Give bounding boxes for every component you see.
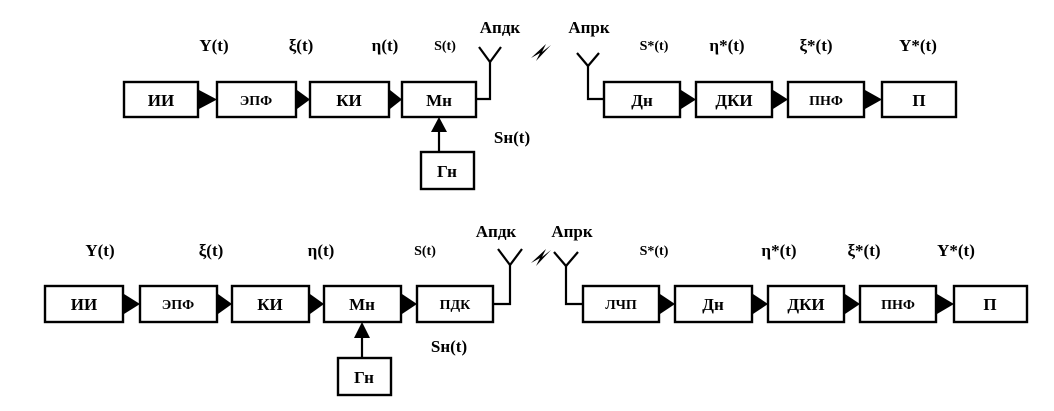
bottom-block-source-decoder-label: ПНФ: [881, 298, 915, 313]
top-block-source-coder: [215, 80, 298, 119]
bottom-arrow-4: [402, 294, 417, 314]
bottom-block-rx-path-label: ЛЧП: [605, 298, 637, 313]
bottom-arrow-1: [124, 294, 140, 314]
top-arrow-2: [297, 90, 310, 109]
top-signal-sn: Sн(t): [494, 128, 530, 147]
bottom-signal-s-star: S*(t): [640, 244, 669, 259]
top-arrow-4: [681, 90, 696, 109]
bottom-signal-xi-star: ξ*(t): [847, 241, 880, 260]
top-radio-link-icon: [531, 44, 551, 61]
bottom-arrow-6: [753, 294, 768, 314]
top-arrow-5: [773, 90, 788, 109]
top-signal-y-star: Y*(t): [899, 36, 937, 55]
bottom-tx-antenna: [497, 248, 523, 267]
bottom-carrier-arrow: [354, 322, 370, 338]
bottom-arrow-5: [660, 294, 675, 314]
bottom-signal-sn: Sн(t): [431, 337, 467, 356]
top-rx-antenna: [576, 52, 600, 68]
top-block-modulator-label: Мн: [426, 91, 452, 110]
bottom-radio-link-icon: [531, 249, 551, 266]
bottom-block-modulator-label: Мн: [349, 295, 375, 314]
bottom-arrow-2: [218, 294, 232, 314]
bottom-block-carrier-gen: [336, 356, 393, 397]
top-arrow-3: [390, 90, 402, 109]
bottom-antenna-rx-label: Апрк: [551, 222, 593, 241]
bottom-signal-xi: ξ(t): [199, 241, 224, 260]
bottom-signal-y: Y(t): [85, 241, 114, 260]
top-block-source: [122, 80, 200, 119]
top-tx-antenna: [478, 46, 502, 64]
top-block-demodulator-label: Дн: [631, 91, 653, 110]
bottom-block-source-coder-label: ЭПФ: [162, 298, 194, 313]
top-signal-s: S(t): [434, 39, 456, 54]
bottom-rx-feed: [564, 266, 583, 306]
bottom-block-receiver-label: П: [983, 295, 996, 314]
top-block-channel-decoder-label: ДКИ: [715, 91, 752, 110]
bottom-block-source-label: ИИ: [71, 295, 97, 314]
top-block-receiver-label: П: [912, 91, 925, 110]
top-block-source-decoder-label: ПНФ: [809, 94, 843, 109]
top-block-carrier-gen-label: Гн: [437, 162, 457, 181]
bottom-block-demodulator-label: Дн: [702, 295, 724, 314]
bottom-block-source: [43, 284, 125, 324]
top-block-channel-coder: [308, 80, 391, 119]
top-block-channel-decoder: [694, 80, 774, 119]
top-block-source-coder-label: ЭПФ: [240, 94, 272, 109]
bottom-diagram: ИИ ЭПФ КИ Мн ПДК Гн ЛЧП Дн ДКИ ПНФ П: [43, 222, 1029, 397]
bottom-block-demodulator: [673, 284, 754, 324]
top-signal-eta: η(t): [372, 36, 399, 55]
top-signal-eta-star: η*(t): [709, 36, 744, 55]
bottom-block-channel-coder-label: КИ: [257, 295, 283, 314]
top-rx-feed: [586, 66, 604, 101]
top-arrow-1: [199, 90, 217, 109]
bottom-signal-eta-star: η*(t): [761, 241, 796, 260]
top-diagram: ИИ ЭПФ КИ Мн Гн Дн ДКИ ПНФ П: [122, 18, 958, 191]
bottom-signal-s: S(t): [414, 244, 436, 259]
bottom-block-channel-decoder-label: ДКИ: [787, 295, 824, 314]
top-tx-feed: [476, 62, 492, 101]
top-antenna-rx-label: Апрк: [568, 18, 610, 37]
bottom-arrow-3: [310, 294, 324, 314]
bottom-block-tx-device-label: ПДК: [440, 298, 472, 313]
bottom-arrow-7: [845, 294, 860, 314]
bottom-signal-eta: η(t): [308, 241, 335, 260]
top-carrier-arrow: [431, 117, 447, 132]
top-block-channel-coder-label: КИ: [336, 91, 362, 110]
bottom-block-source-decoder: [858, 284, 938, 324]
top-signal-xi: ξ(t): [289, 36, 314, 55]
top-block-source-label: ИИ: [148, 91, 174, 110]
top-signal-s-star: S*(t): [640, 39, 669, 54]
bottom-block-carrier-gen-label: Гн: [354, 368, 374, 387]
bottom-rx-antenna: [553, 251, 579, 268]
bottom-antenna-tx-label: Апдк: [476, 222, 517, 241]
top-block-carrier-gen: [419, 150, 476, 191]
top-signal-y: Y(t): [199, 36, 228, 55]
top-arrow-6: [865, 90, 882, 109]
bottom-block-receiver: [952, 284, 1029, 324]
bottom-tx-feed: [493, 265, 512, 306]
top-antenna-tx-label: Апдк: [480, 18, 521, 37]
bottom-signal-y-star: Y*(t): [937, 241, 975, 260]
top-signal-xi-star: ξ*(t): [799, 36, 832, 55]
bottom-block-rx-path: [581, 284, 661, 324]
bottom-arrow-8: [937, 294, 954, 314]
bottom-block-channel-coder: [230, 284, 311, 324]
